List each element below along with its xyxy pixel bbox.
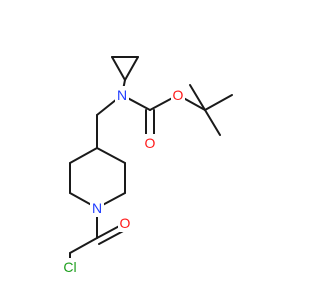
- label-bg: [90, 199, 104, 217]
- nitrogen-atom-label: N: [117, 87, 127, 103]
- oxygen-atom-label: O: [145, 135, 156, 151]
- bond: [69, 147, 98, 164]
- cyclopropyl-ring: [111, 56, 139, 81]
- chlorine-atom-label: Cl: [63, 259, 76, 275]
- oxygen-atom-label: O: [173, 87, 184, 103]
- oxygen-atom-label: O: [120, 215, 131, 231]
- label-bg: [143, 134, 157, 152]
- bond: [204, 94, 233, 111]
- bond: [69, 237, 98, 254]
- bond: [124, 56, 139, 81]
- bond: [204, 109, 221, 136]
- structure-canvas: N O O N O Cl: [60, 56, 233, 276]
- label-bg: [171, 86, 185, 104]
- bond: [189, 84, 206, 111]
- label-bg: [118, 214, 132, 232]
- label-bg: [115, 86, 129, 104]
- label-bg: [60, 258, 80, 276]
- bond: [111, 56, 126, 81]
- molecule-diagram: N O O N O Cl: [60, 56, 233, 276]
- nitrogen-atom-label: N: [92, 200, 102, 216]
- bond: [96, 147, 126, 164]
